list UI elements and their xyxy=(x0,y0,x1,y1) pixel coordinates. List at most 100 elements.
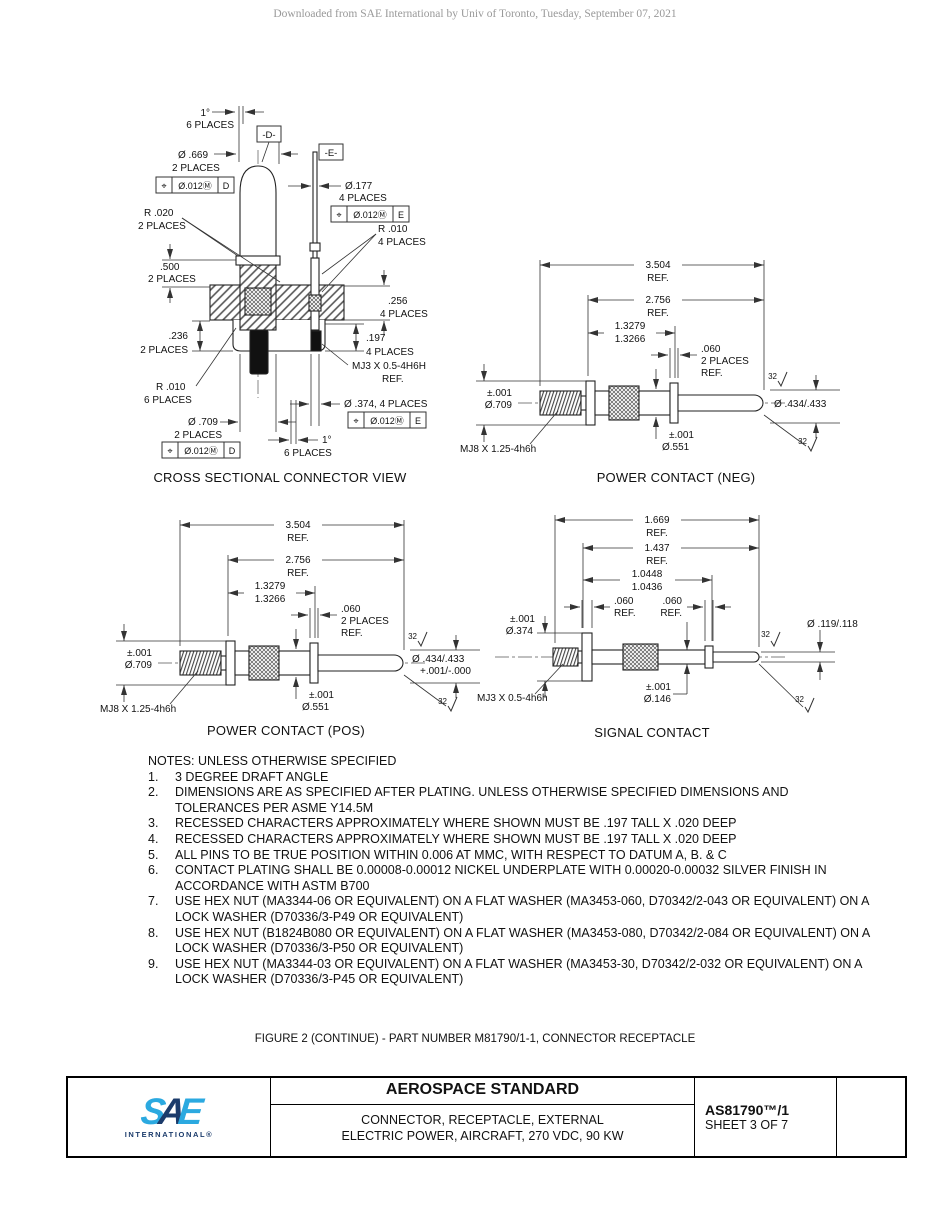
svg-text:Ø.012Ⓜ: Ø.012Ⓜ xyxy=(184,446,218,456)
dim-label: Ø .119/.118 xyxy=(807,619,858,630)
note-item: 7. USE HEX NUT (MA3344-06 OR EQUIVALENT)… xyxy=(148,894,870,925)
surface-finish-label: 32 xyxy=(795,695,804,704)
dim-label: 2 PLACES xyxy=(140,345,188,356)
thread-callout: MJ8 X 1.25-4h6h xyxy=(100,704,176,715)
svg-text:⌖: ⌖ xyxy=(336,210,341,220)
note-text: USE HEX NUT (MA3344-03 OR EQUIVALENT) ON… xyxy=(175,956,862,987)
dim-label: REF. xyxy=(660,608,682,619)
dim-label: .060 xyxy=(663,596,683,607)
dim-label: Ø .669 xyxy=(178,150,208,161)
dim-label: 1.0448 xyxy=(632,569,663,580)
dim-label: R .020 xyxy=(144,208,174,219)
dim-label: Ø.709 xyxy=(125,660,153,671)
dim-label: .500 xyxy=(160,262,180,273)
dim-label: 2 PLACES xyxy=(174,430,222,441)
dim-label: REF. xyxy=(647,273,669,284)
feature-control-frame-e2: ⌖ Ø.012Ⓜ E xyxy=(347,411,427,429)
svg-text:D: D xyxy=(229,446,236,456)
note-item: 4. RECESSED CHARACTERS APPROXIMATELY WHE… xyxy=(148,832,870,848)
svg-text:-D-: -D- xyxy=(262,130,275,141)
datum-e-flag: -E- xyxy=(318,143,344,161)
dim-label: 1.3266 xyxy=(615,334,646,345)
svg-text:⌖: ⌖ xyxy=(167,446,172,456)
sae-logo: SAE xyxy=(139,1091,198,1132)
notes-heading: NOTES: UNLESS OTHERWISE SPECIFIED xyxy=(148,754,397,768)
dim-label: Ø .709 xyxy=(188,417,218,428)
title-block-main-cell: AEROSPACE STANDARD CONNECTOR, RECEPTACLE… xyxy=(270,1078,694,1156)
dim-label: REF. xyxy=(647,308,669,319)
note-number: 8. xyxy=(148,925,159,940)
note-text: RECESSED CHARACTERS APPROXIMATELY WHERE … xyxy=(175,816,737,831)
dim-label: ±.001 xyxy=(669,430,694,441)
note-number: 6. xyxy=(148,863,159,878)
title-block-empty-cell xyxy=(836,1078,905,1156)
dim-label: 2 PLACES xyxy=(148,274,196,285)
dim-label: 2 PLACES xyxy=(138,221,186,232)
note-number: 9. xyxy=(148,956,159,971)
svg-text:E: E xyxy=(415,416,421,426)
dim-label: 4 PLACES xyxy=(378,237,426,248)
svg-text:D: D xyxy=(223,181,230,191)
dim-label: Ø .374, 4 PLACES xyxy=(344,399,428,410)
cross-section-drawing: 1° 6 PLACES -D- -E- Ø .669 2 PLACES ⌖ Ø.… xyxy=(138,106,428,459)
dim-label: Ø.374 xyxy=(506,626,534,637)
dim-label: +.001/-.000 xyxy=(420,666,471,677)
surface-finish-label: 32 xyxy=(438,697,447,706)
note-text: USE HEX NUT (B1824B080 OR EQUIVALENT) ON… xyxy=(175,925,870,956)
note-text: ALL PINS TO BE TRUE POSITION WITHIN 0.00… xyxy=(175,847,727,862)
logo-subtext: INTERNATIONAL® xyxy=(124,1130,214,1139)
note-text: 3 DEGREE DRAFT ANGLE xyxy=(175,769,329,784)
dim-label: 1.3279 xyxy=(615,321,646,332)
sae-logo-cell: SAE INTERNATIONAL® xyxy=(68,1078,270,1156)
note-item: 2. DIMENSIONS ARE AS SPECIFIED AFTER PLA… xyxy=(148,785,870,816)
dim-label: R .010 xyxy=(156,382,186,393)
note-item: 6. CONTACT PLATING SHALL BE 0.00008-0.00… xyxy=(148,863,870,894)
signal-pin-rod xyxy=(312,151,318,259)
dim-label: 1.437 xyxy=(644,543,669,554)
title-block-number-cell: AS81790™/1 SHEET 3 OF 7 xyxy=(694,1078,836,1156)
signal-contact-drawing: 1.669 REF. 1.437 REF. 1.0448 1.0436 .060… xyxy=(477,515,858,714)
sheet-number: SHEET 3 OF 7 xyxy=(705,1118,789,1132)
dim-label: REF. xyxy=(701,368,723,379)
signal-pin-section xyxy=(310,257,320,331)
feature-control-frame-d2: ⌖ Ø.012Ⓜ D xyxy=(161,441,241,459)
signal-stud xyxy=(310,330,322,352)
note-item: 9. USE HEX NUT (MA3344-03 OR EQUIVALENT)… xyxy=(148,957,870,988)
svg-text:Ø.012Ⓜ: Ø.012Ⓜ xyxy=(178,181,212,191)
dim-label: 6 PLACES xyxy=(144,395,192,406)
dim-label: REF. xyxy=(646,556,668,567)
dim-label: ±.001 xyxy=(510,614,535,625)
dim-label: ±.001 xyxy=(127,648,152,659)
dim-label: 3.504 xyxy=(645,260,670,271)
dim-label: REF. xyxy=(287,533,309,544)
dim-label: 2 PLACES xyxy=(701,356,749,367)
download-header: Downloaded from SAE International by Uni… xyxy=(273,8,677,20)
note-item: 3. RECESSED CHARACTERS APPROXIMATELY WHE… xyxy=(148,816,870,832)
dim-label: REF. xyxy=(646,528,668,539)
thread-callout: MJ3 X 0.5-4H6H xyxy=(352,361,426,372)
dim-label: .256 xyxy=(388,296,408,307)
thread-callout: MJ8 X 1.25-4h6h xyxy=(460,444,536,455)
dim-label: Ø.177 xyxy=(345,181,373,192)
document-title-line2: ELECTRIC POWER, AIRCRAFT, 270 VDC, 90 KW xyxy=(341,1129,624,1143)
dim-label: Ø.146 xyxy=(644,694,672,705)
cross-section-caption: CROSS SECTIONAL CONNECTOR VIEW xyxy=(153,470,407,485)
notes-section: NOTES: UNLESS OTHERWISE SPECIFIED 1. 3 D… xyxy=(148,754,870,988)
note-item: 8. USE HEX NUT (B1824B080 OR EQUIVALENT)… xyxy=(148,926,870,957)
document-title-line1: CONNECTOR, RECEPTACLE, EXTERNAL xyxy=(361,1113,604,1127)
document-number: AS81790™/1 xyxy=(705,1102,790,1118)
feature-control-frame-e: ⌖ Ø.012Ⓜ E xyxy=(330,205,410,223)
note-text: RECESSED CHARACTERS APPROXIMATELY WHERE … xyxy=(175,831,737,846)
note-text: DIMENSIONS ARE AS SPECIFIED AFTER PLATIN… xyxy=(175,785,789,815)
note-number: 4. xyxy=(148,831,159,846)
dim-label: 1.669 xyxy=(644,515,669,526)
power-pos-caption: POWER CONTACT (POS) xyxy=(207,723,365,738)
note-number: 3. xyxy=(148,816,159,831)
dim-label: .060 xyxy=(614,596,634,607)
dim-label: 4 PLACES xyxy=(380,309,428,320)
svg-text:⌖: ⌖ xyxy=(161,181,166,191)
note-text: USE HEX NUT (MA3344-06 OR EQUIVALENT) ON… xyxy=(175,894,869,924)
note-number: 1. xyxy=(148,769,159,784)
thread-callout: MJ3 X 0.5-4h6h xyxy=(477,693,548,704)
dim-label: .060 xyxy=(341,604,361,615)
